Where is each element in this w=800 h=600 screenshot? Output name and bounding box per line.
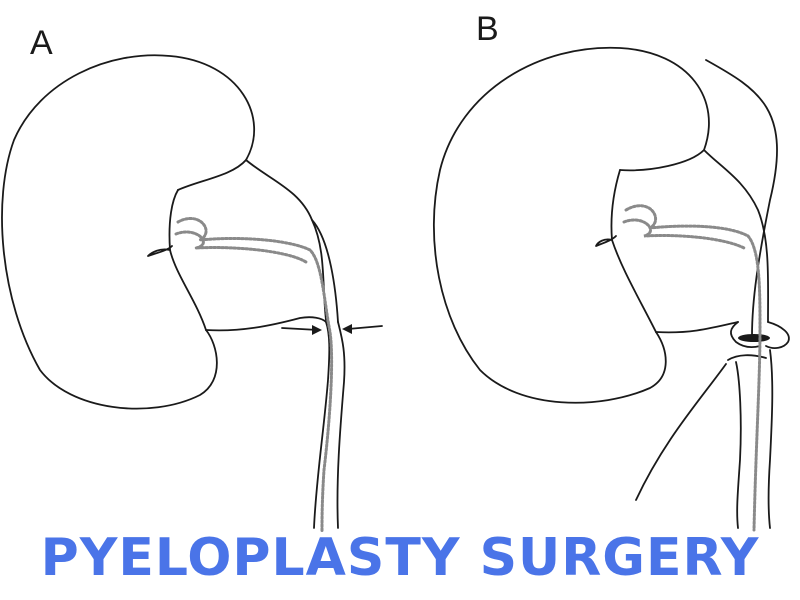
panel-b-drawing [432,46,790,532]
pelvis-lower-a [205,316,327,332]
panel-label-a: A [30,24,53,62]
ureter-a-left [313,321,331,529]
stent-b-inner [622,218,746,250]
arrow-left-head [312,325,322,335]
stent-a-inner [174,230,308,264]
suture-thread-lower [635,363,727,501]
ureter-b-left [735,361,742,529]
ureter-b-collar [727,354,767,361]
hilum-a [147,245,173,257]
ureter-a-right [336,321,346,529]
suture-thread-upper [705,59,778,337]
panel-a-drawing [1,54,383,534]
pelvis-bulge-b [703,149,770,323]
arrow-right-head [342,324,352,334]
anastomosis-left [730,321,761,349]
ureter-a-upper-right [311,219,339,323]
ureter-b-right [767,349,774,529]
caption-title: PYELOPLASTY SURGERY [40,528,760,588]
anastomosis-opening [738,334,770,342]
renal-pelvis-b [610,169,657,333]
stent-b [624,204,762,532]
kidney-a-outline [1,54,256,410]
pelvis-lower-b [655,321,739,334]
renal-pelvis-a [168,189,207,331]
hilum-b [595,235,617,247]
anastomosis-right [765,321,790,349]
kidney-b-outline [432,46,710,404]
arrow-right-shaft [347,325,383,330]
stent-a [176,217,334,534]
panel-label-b: B [476,10,499,48]
